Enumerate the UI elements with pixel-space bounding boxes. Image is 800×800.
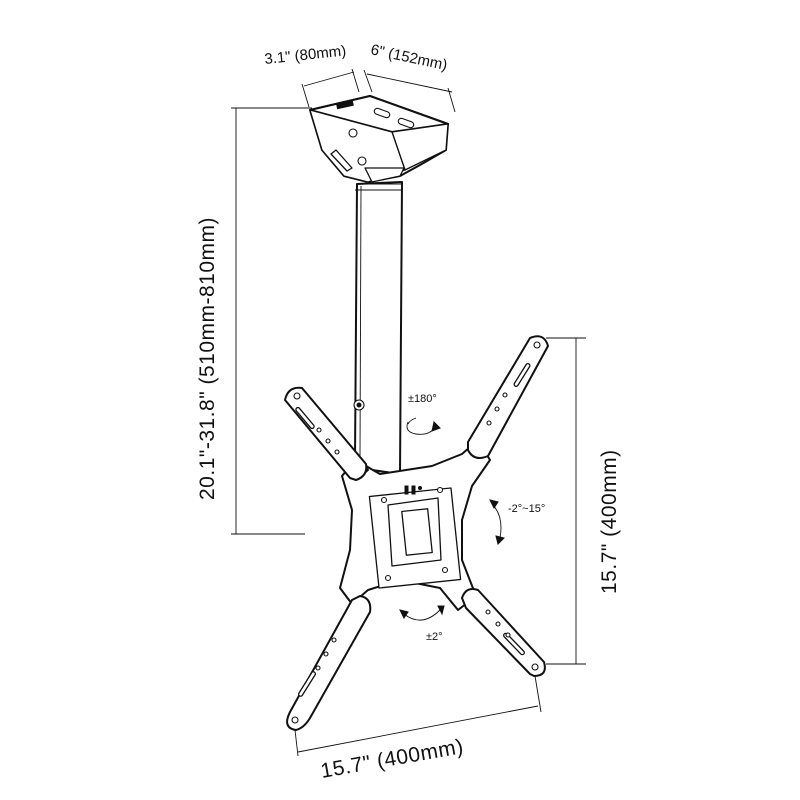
vesa-height-label: 15.7" (400mm) [598, 449, 621, 594]
arm-upper-right [467, 335, 549, 459]
top-dimension-lines [301, 68, 456, 113]
vesa-width-label: 15.7" (400mm) [319, 735, 465, 783]
swivel-arrow-icon [406, 417, 441, 435]
arm-lower-right [461, 588, 546, 677]
plate-depth-label: 3.1" (80mm) [264, 42, 347, 67]
tilt-arrow-icon [489, 499, 505, 545]
pole-height-label: 20.1"-31.8" (510mm-810mm) [196, 217, 219, 500]
level-angle-label: ±2° [426, 631, 443, 643]
arm-upper-left [284, 386, 369, 481]
tilt-angle-label: -2°~15° [508, 503, 545, 515]
vesa-height-dimension-lines [546, 337, 586, 665]
level-arrow-icon [399, 605, 445, 621]
arm-lower-left [286, 595, 372, 731]
swivel-angle-label: ±180° [408, 393, 437, 405]
pole-dimension-lines [231, 107, 312, 535]
ceiling-plate [309, 95, 449, 183]
vesa-plate [339, 439, 491, 611]
pole [353, 181, 403, 475]
vesa-width-dimension-lines [294, 675, 542, 757]
plate-width-label: 6" (152mm) [369, 41, 449, 74]
